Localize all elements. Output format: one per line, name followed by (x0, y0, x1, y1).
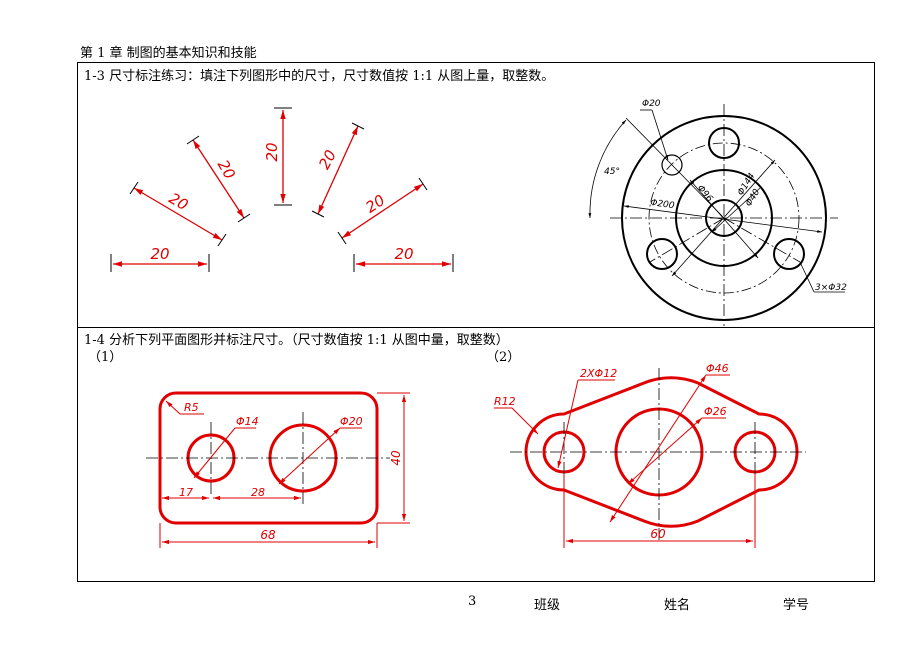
dim-label-30deg-left: 20 (166, 189, 192, 214)
exercise-1-3-title: 1-3 尺寸标注练习：填注下列图形中的尺寸，尺寸数值按 1:1 从图上量，取整数… (84, 69, 555, 84)
chapter-heading: 第 1 章 制图的基本知识和技能 (80, 46, 257, 61)
plate-h40-label: 40 (389, 450, 403, 466)
dim-label-60deg-right: 20 (315, 147, 340, 172)
exercise-frame: 1-3 尺寸标注练习：填注下列图形中的尺寸，尺寸数值按 1:1 从图上量，取整数… (77, 62, 875, 582)
flange-drawing: 45° Φ20 Φ200 Φ96 Φ144 Φ40 3×Φ32 (588, 99, 847, 326)
plate-w68-label: 68 (260, 528, 276, 542)
dimension-fan: 20 20 20 20 20 20 20 (110, 107, 454, 272)
dim-label-30deg-right: 20 (362, 191, 388, 216)
link-r12-label: R12 (494, 395, 516, 408)
flange-holes-label: 3×Φ32 (815, 283, 847, 293)
plate-d20-label: Φ20 (340, 415, 363, 428)
link-d12x2-label: 2XΦ12 (580, 367, 617, 380)
dim-label-horizontal-right: 20 (394, 245, 413, 263)
plate-r5-label: R5 (184, 401, 199, 414)
part-1-label: （1） (88, 350, 123, 365)
student-id-label: 学号 (783, 598, 810, 613)
exercise-1-4-title: 1-4 分析下列平面图形并标注尺寸。（尺寸数值按 1:1 从图中量，取整数） (84, 333, 509, 348)
page-number: 3 (468, 594, 477, 609)
link-w60-label: 60 (650, 527, 666, 541)
dim-label-vertical: 20 (263, 142, 281, 161)
link-d26-label: Φ26 (704, 405, 727, 418)
link-d46-label: Φ46 (706, 362, 729, 375)
flange-angle-label: 45° (604, 167, 620, 177)
part-2-label: （2） (486, 350, 521, 365)
class-label: 班级 (534, 598, 561, 613)
plate-x28-label: 28 (251, 486, 265, 499)
flange-d96-label: Φ96 (695, 184, 715, 205)
flange-d20-label: Φ20 (642, 99, 661, 109)
name-label: 姓名 (664, 598, 691, 613)
plate-x17-label: 17 (179, 486, 193, 499)
section-divider (78, 327, 874, 328)
link-drawing: R12 2XΦ12 Φ46 Φ26 60 (494, 362, 806, 548)
dim-label-horizontal-left: 20 (150, 245, 169, 263)
plate-d14-label: Φ14 (236, 415, 259, 428)
flange-d200-label: Φ200 (650, 198, 676, 211)
plate-drawing: R5 Φ14 Φ20 40 17 28 68 (146, 391, 410, 548)
